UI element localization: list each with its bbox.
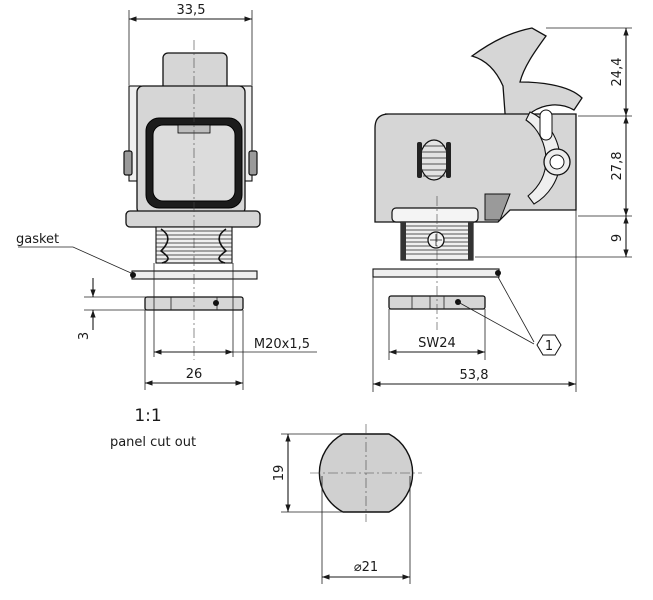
front-pivot-left (123, 150, 133, 176)
callout-number: 1 (545, 339, 553, 354)
side-housing (374, 113, 577, 223)
side-lever-hook (470, 27, 583, 181)
side-gasket-dot (495, 270, 501, 276)
dim-thread-spec: M20x1,5 (254, 337, 310, 352)
dim-cutout-height: 19 (272, 465, 287, 482)
side-latch-notch (539, 109, 553, 141)
dim-gasket-thickness: 3 (77, 332, 92, 340)
scale-label: 1:1 (134, 406, 161, 426)
side-bottom-window (391, 207, 479, 223)
dim-height-lever: 24,4 (610, 58, 625, 87)
side-gasket-plate (372, 268, 500, 278)
dim-width-base: 26 (186, 367, 203, 382)
front-gasket-dot (130, 272, 136, 278)
dim-height-body: 27,8 (610, 152, 625, 181)
front-pivot-right (248, 150, 258, 176)
dim-wrench-size: SW24 (418, 336, 456, 351)
front-flange (125, 210, 261, 228)
label-gasket: gasket (16, 232, 59, 247)
side-view (372, 27, 583, 330)
side-pivot-inner (549, 154, 565, 170)
panel-cutout-drawing: 19 ⌀21 (272, 424, 422, 584)
dim-width-top: 33,5 (177, 3, 206, 18)
front-view (123, 40, 261, 360)
side-housing-step (484, 193, 511, 221)
side-dims: 24,4 27,8 9 SW24 53,8 1 (372, 27, 632, 392)
front-gasket-plate (131, 270, 258, 280)
dim-cutout-diameter: ⌀21 (354, 560, 378, 575)
front-dims: 33,5 3 26 M20x1,5 gasket (16, 3, 317, 390)
dim-width-side: 53,8 (460, 368, 489, 383)
callout-marker (536, 334, 562, 356)
panel-cutout-label: panel cut out (110, 435, 196, 450)
dim-height-thread: 9 (610, 234, 625, 242)
